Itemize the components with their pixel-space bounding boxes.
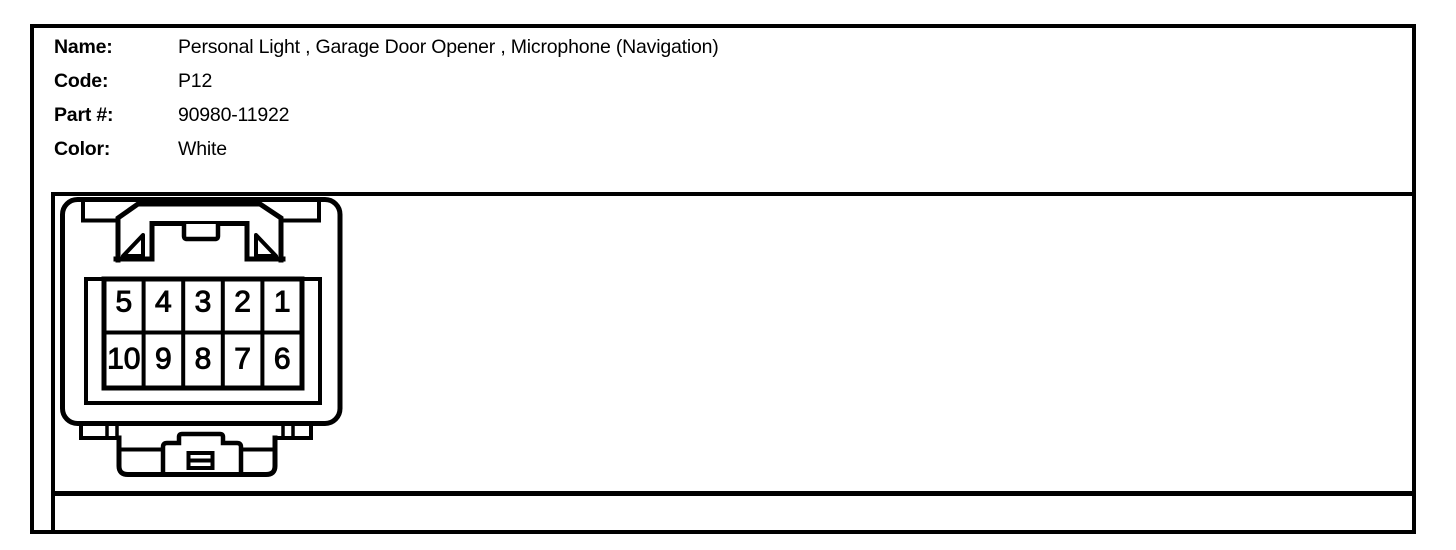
bottom-latch-slot-box	[186, 451, 215, 470]
pin-grid-lines	[102, 277, 304, 390]
field-row-part-number: Part #: 90980-11922	[54, 98, 719, 132]
latch-hat-bar	[113, 221, 286, 262]
body-inner-ledge-left	[81, 200, 120, 223]
field-row-code: Code: P12	[54, 64, 719, 98]
body-inner-ledge-right	[281, 200, 321, 223]
name-label: Name:	[54, 35, 113, 58]
bottom-shoulder-right	[273, 424, 313, 440]
inner-cavity-walls	[84, 277, 322, 405]
latch-corner-tab-left	[121, 233, 145, 258]
pin-2: 2	[234, 286, 251, 319]
latch-hat-slot	[181, 221, 221, 242]
pin-8: 8	[195, 343, 212, 376]
bottom-latch-outline	[116, 435, 278, 477]
code-value: P12	[178, 69, 213, 92]
pin-4: 4	[155, 286, 172, 319]
part-number-value: 90980-11922	[178, 103, 290, 126]
connector-info-header: Name: Personal Light , Garage Door Opene…	[54, 30, 719, 166]
field-row-name: Name: Personal Light , Garage Door Opene…	[54, 30, 719, 64]
bottom-latch-button	[160, 431, 244, 476]
connector-diagram: 5 4 3 2 1 10 9 8 7 6	[60, 197, 343, 477]
pin-10: 10	[107, 343, 140, 376]
empty-bottom-panel	[51, 492, 1416, 534]
latch-hat-outline	[115, 201, 284, 263]
connector-body-outline	[60, 197, 343, 426]
name-value: Personal Light , Garage Door Opener , Mi…	[178, 35, 719, 58]
color-label: Color:	[54, 137, 111, 160]
pin-5: 5	[115, 286, 132, 319]
pin-6: 6	[274, 343, 291, 376]
pin-9: 9	[155, 343, 172, 376]
code-label: Code:	[54, 69, 109, 92]
bottom-shoulder-left	[79, 424, 121, 440]
bottom-rib-stubs	[105, 425, 295, 439]
field-row-color: Color: White	[54, 132, 719, 166]
part-number-label: Part #:	[54, 103, 114, 126]
pin-1: 1	[274, 286, 291, 319]
color-value: White	[178, 137, 227, 160]
pin-3: 3	[195, 286, 212, 319]
pin-7: 7	[234, 343, 251, 376]
latch-corner-tab-right	[254, 233, 278, 258]
